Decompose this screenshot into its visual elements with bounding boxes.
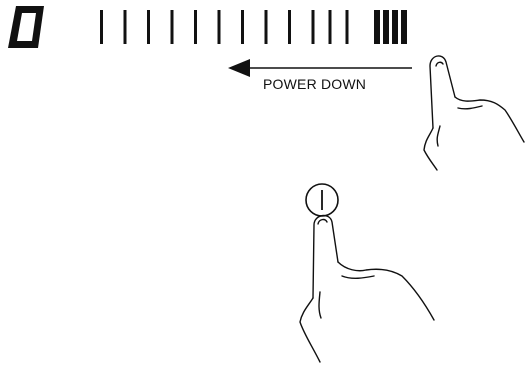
power-level-segment bbox=[218, 10, 221, 44]
power-level-segment bbox=[288, 10, 291, 44]
power-level-bar-group bbox=[100, 10, 407, 44]
power-level-segment bbox=[346, 10, 349, 44]
power-level-segment bbox=[401, 10, 407, 44]
power-level-segment bbox=[312, 10, 315, 44]
power-level-segment bbox=[392, 10, 398, 44]
power-down-label: POWER DOWN bbox=[263, 76, 366, 92]
power-button-symbol: I bbox=[319, 189, 324, 210]
pointing-hand-icon bbox=[300, 216, 434, 362]
power-level-segment bbox=[265, 10, 268, 44]
power-level-segment bbox=[171, 10, 174, 44]
power-level-segment bbox=[147, 10, 150, 44]
power-level-segment bbox=[241, 10, 244, 44]
power-level-segment bbox=[374, 10, 380, 44]
power-level-segment bbox=[329, 10, 332, 44]
power-level-segment bbox=[100, 10, 103, 44]
left-arrow-icon bbox=[228, 59, 412, 77]
power-level-segment bbox=[383, 10, 389, 44]
digit-value: 0 bbox=[4, 2, 48, 52]
power-level-segment bbox=[194, 10, 197, 44]
power-level-segment bbox=[124, 10, 127, 44]
pointing-hand-icon bbox=[424, 56, 524, 170]
